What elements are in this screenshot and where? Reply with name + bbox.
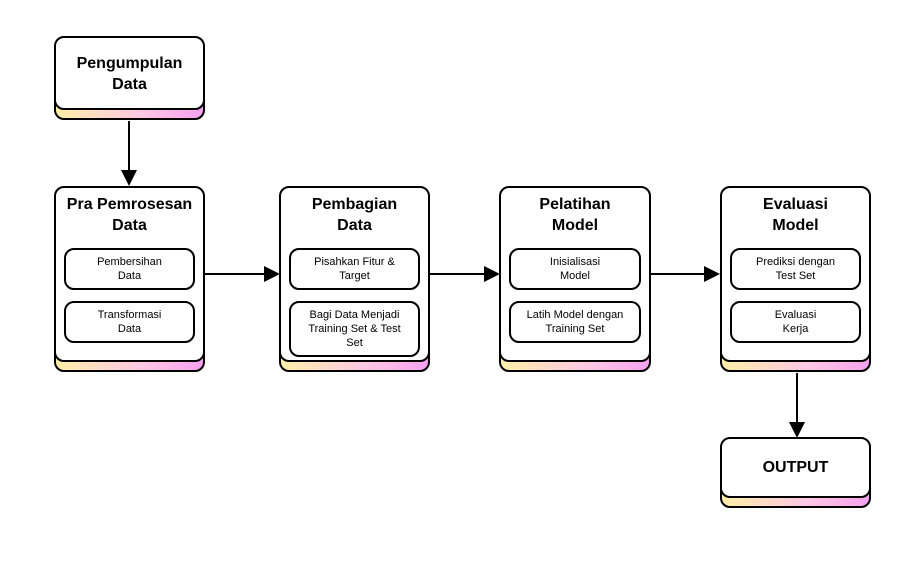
node-card: Pengumpulan Data — [54, 36, 205, 110]
step-transformasi-data: Transformasi Data — [64, 301, 195, 343]
node-title: OUTPUT — [762, 458, 829, 476]
node-output: OUTPUT — [720, 437, 871, 508]
node-card: Pelatihan Model Inisialisasi Model Latih… — [499, 186, 651, 362]
node-pra-pemrosesan-data: Pra Pemrosesan Data Pembersihan Data Tra… — [54, 186, 205, 372]
step-pembersihan-data: Pembersihan Data — [64, 248, 195, 290]
node-title: Pelatihan Model — [539, 196, 611, 234]
step-pisahkan-fitur-target: Pisahkan Fitur & Target — [289, 248, 420, 290]
node-card: OUTPUT — [720, 437, 871, 498]
node-evaluasi-model: Evaluasi Model Prediksi dengan Test Set … — [720, 186, 871, 372]
node-card: Pra Pemrosesan Data Pembersihan Data Tra… — [54, 186, 205, 362]
node-title: Evaluasi Model — [763, 196, 828, 234]
step-inisialisasi-model: Inisialisasi Model — [509, 248, 641, 290]
step-evaluasi-kerja: Evaluasi Kerja — [730, 301, 861, 343]
step-prediksi-test-set: Prediksi dengan Test Set — [730, 248, 861, 290]
node-title: Pembagian Data — [311, 196, 398, 234]
node-card: Evaluasi Model Prediksi dengan Test Set … — [720, 186, 871, 362]
node-title: Pengumpulan Data — [76, 55, 183, 93]
step-bagi-data: Bagi Data Menjadi Training Set & Test Se… — [289, 301, 420, 357]
node-card: Pembagian Data Pisahkan Fitur & Target B… — [279, 186, 430, 362]
node-title: Pra Pemrosesan Data — [66, 196, 193, 234]
step-latih-model: Latih Model dengan Training Set — [509, 301, 641, 343]
node-pelatihan-model: Pelatihan Model Inisialisasi Model Latih… — [499, 186, 651, 372]
node-pengumpulan-data: Pengumpulan Data — [54, 36, 205, 120]
node-pembagian-data: Pembagian Data Pisahkan Fitur & Target B… — [279, 186, 430, 372]
